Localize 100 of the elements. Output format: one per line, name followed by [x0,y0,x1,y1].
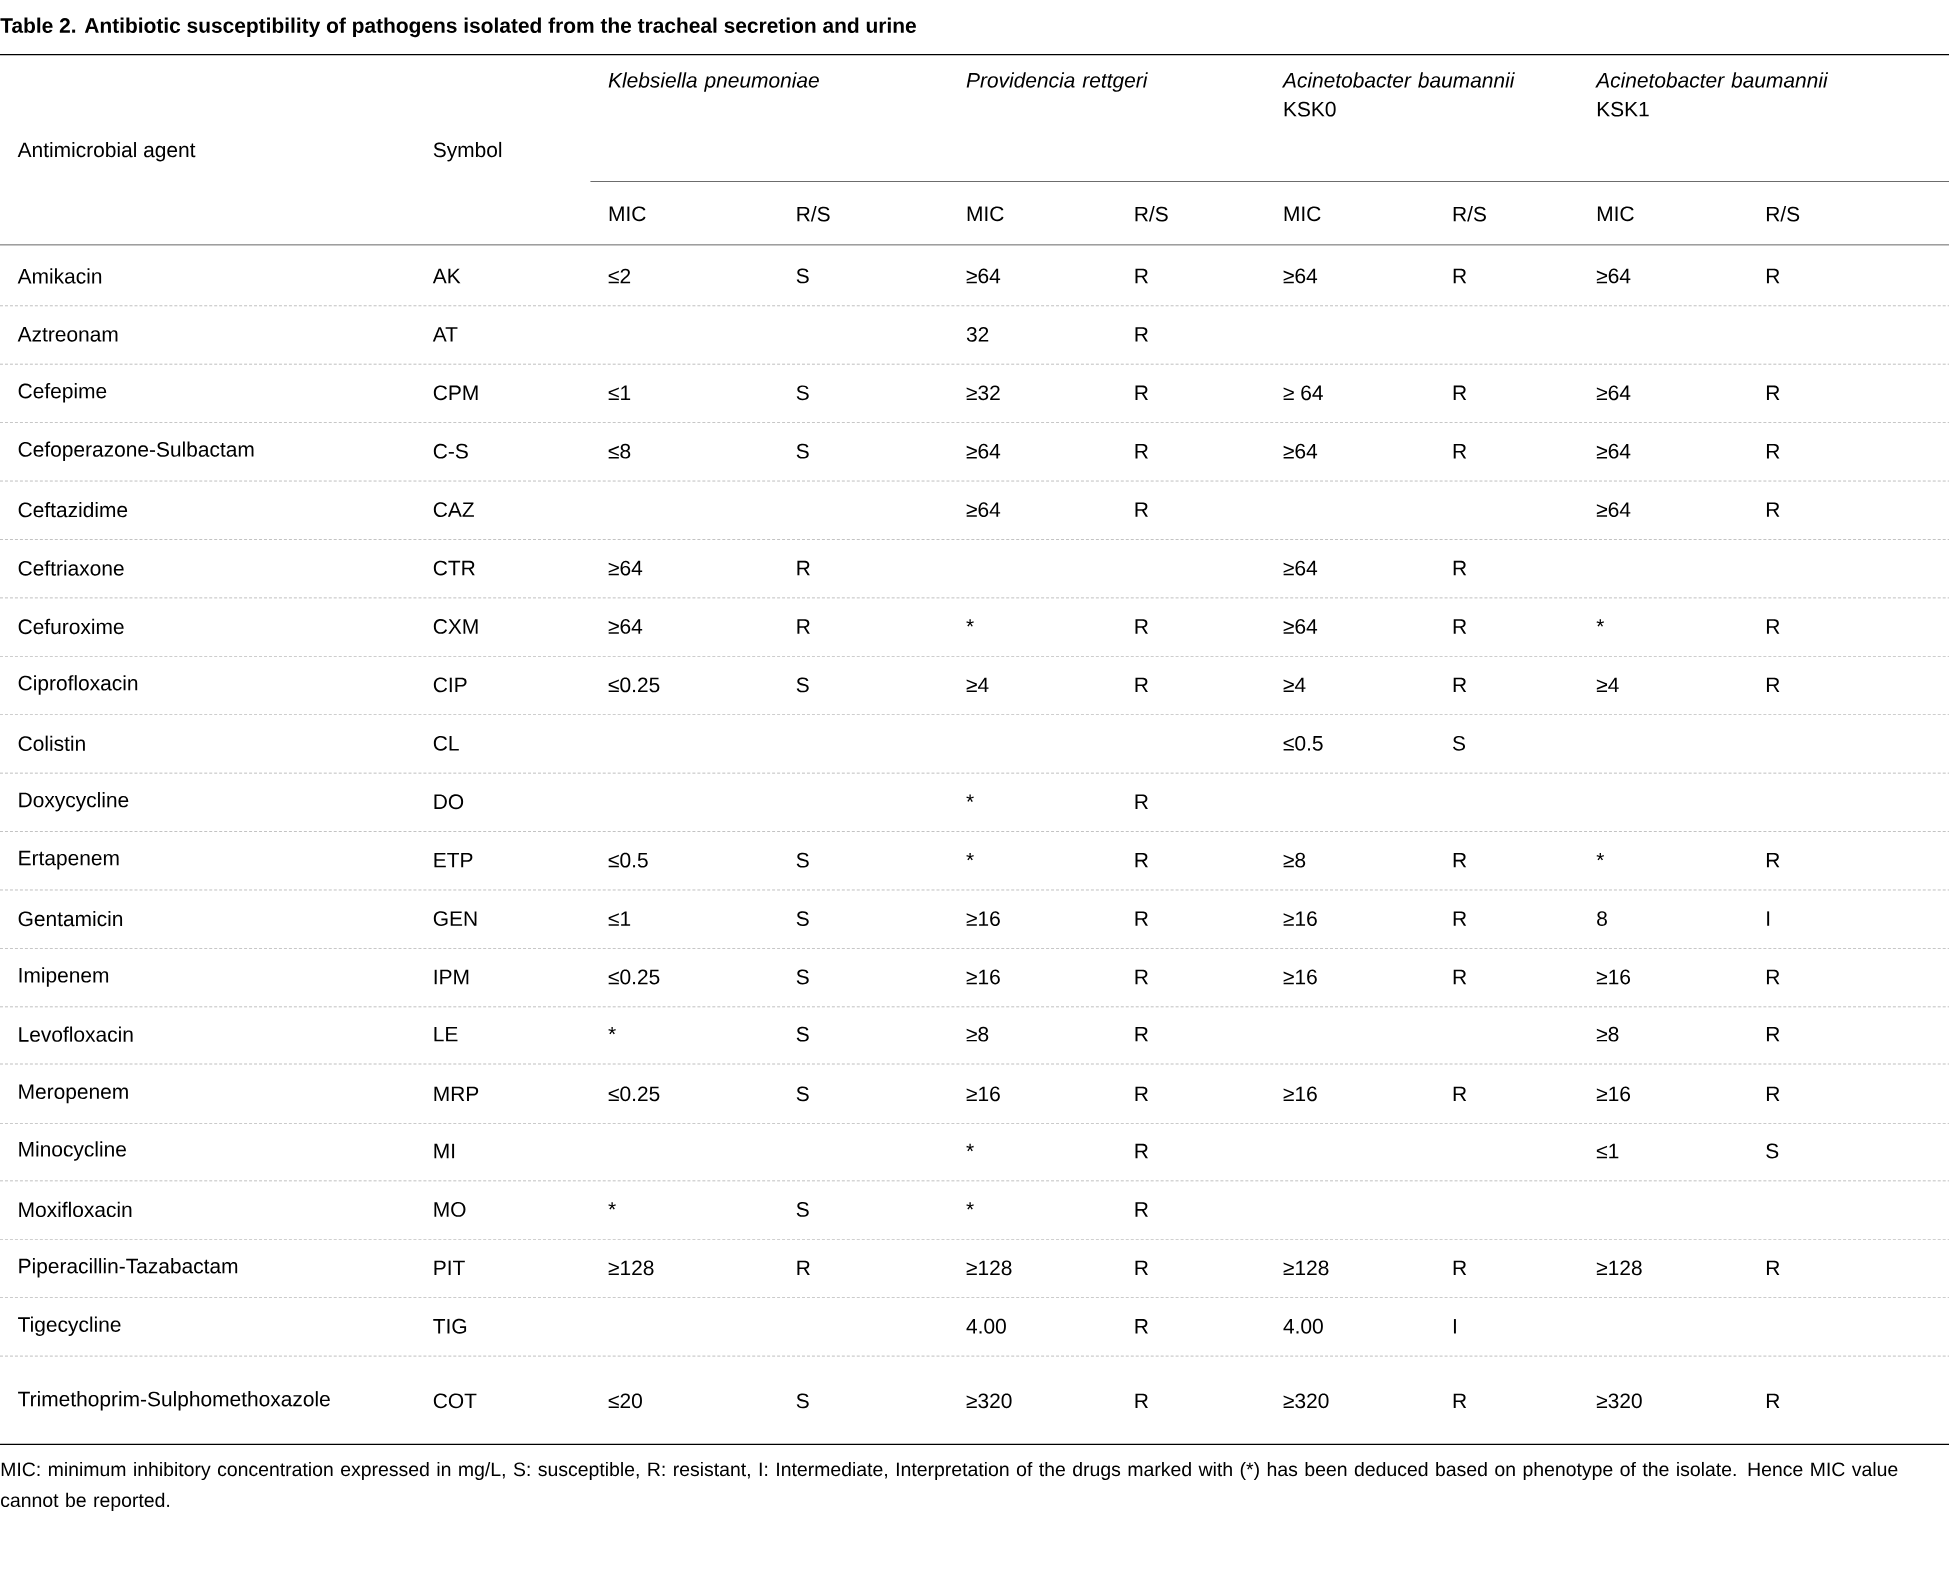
table-cell: R [1135,1027,1148,1042]
table-cell: Cefepime [18,383,107,403]
table-cell: ≥16 [1596,1086,1631,1102]
table-cell: CTR [433,560,475,576]
table-cell: ≥16 [966,1086,1000,1102]
table-cell: R [1766,268,1780,284]
table-cell: S [796,385,809,401]
table-cell: R [1135,1202,1148,1217]
column-header: R/S [1135,206,1168,222]
table-cell: R [1453,1086,1467,1102]
table-cell: R [1766,1027,1780,1042]
table-cell: ≥64 [1283,268,1318,284]
table-cell: ≤0.25 [608,1086,660,1102]
table-cell: * [608,1202,616,1210]
table-cell: * [966,619,974,627]
table-cell: ≥64 [1596,268,1631,284]
table-title: Table 2. Antibiotic susceptibility of pathogens isolated from the tracheal secretion and urine [0,17,916,38]
table-cell: R [1135,268,1148,284]
table-cell: MI [434,1144,455,1159]
table-cell: CXM [433,619,478,635]
table-cell: S [796,1393,809,1409]
table-cell: I [1767,911,1770,926]
table-cell: R [1135,1319,1148,1334]
table-cell: Minocycline [19,1141,126,1161]
table-cell: ≥ 64 [1283,385,1323,401]
table-cell: 4.00 [966,1319,1006,1334]
table-cell: R [1453,1393,1467,1409]
table-cell: R [1766,444,1780,459]
column-header: MIC [609,206,646,222]
table-cell: R [1135,619,1148,634]
table-cell: Gentamicin [18,911,123,927]
table-cell: 8 [1597,911,1607,927]
table-cell: R [1766,619,1780,634]
column-header: Acinetobacter baumannii KSK0 [1281,72,1515,117]
table-cell: S [796,969,809,985]
table-cell: R [1766,853,1780,868]
table-cell: ≤1 [1596,1144,1619,1159]
table-cell: R [1135,794,1148,810]
table-cell: R [1135,327,1148,342]
table-cell: ≥128 [608,1260,654,1276]
table-cell: R [1766,970,1780,985]
table-cell: ≥128 [1596,1260,1642,1276]
table-cell: Ceftriaxone [18,560,124,576]
table-cell: 4.00 [1283,1319,1323,1334]
table-cell: AK [432,268,461,284]
table-cell: CAZ [433,502,474,518]
table-cell: R [1453,268,1467,284]
table-cell: S [796,1086,809,1102]
table-cell: ≥4 [966,677,989,693]
table-cell: R [1135,1393,1148,1409]
column-header: Symbol [433,142,502,162]
column-header: Providencia rettgeri [966,72,1148,92]
table-cell: ≥16 [1283,911,1317,927]
table-cell: ≥64 [966,268,1001,284]
table-cell: ≥64 [966,502,1001,518]
table-cell: S [796,444,809,459]
table-cell: ≥64 [608,619,643,635]
column-header: MIC [1597,206,1634,222]
table-cell: ≥8 [1283,852,1306,868]
table-cell: R [1453,444,1467,459]
table-cell: ≥16 [966,969,1000,985]
table-cell: R [1135,970,1148,985]
table-cell: * [966,1202,974,1210]
column-header: R/S [797,206,830,222]
table-cell: Imipenem [19,967,109,987]
table-cell: ≥64 [1596,444,1631,459]
table-cell: ≥64 [1283,560,1318,576]
table-cell: MO [434,1202,466,1218]
table-cell: C-S [433,444,468,459]
table-cell: R [1453,970,1467,985]
table-cell: CIP [433,677,467,693]
table-cell: ≤0.5 [1283,736,1323,751]
table-cell: R [1135,1260,1148,1276]
table-cell: ≤20 [608,1393,642,1409]
table-cell: Ciprofloxacin [18,675,138,695]
table-cell: TIG [433,1319,467,1334]
table-cell: S [796,268,809,284]
table-footnote: MIC: minimum inhibitory concentration expressed in mg/L, S: susceptible, R: resistant, I: Intermediate, Interpretation of the drugs marked with (*) has been deduced based on phenotype of the isolate. Hence MIC value cannot be reported. [1,1462,1898,1512]
table-cell: GEN [433,911,477,927]
table-cell: ≤8 [608,444,631,459]
table-cell: ≥16 [1283,1086,1317,1102]
table-cell: ≤1 [608,911,631,926]
table-cell: ≥8 [966,1027,989,1042]
table-cell: IPM [434,970,469,985]
table-cell: ≤0.5 [608,852,648,868]
table-cell: R [1453,677,1467,693]
table-cell: LE [434,1027,458,1042]
table-cell: ETP [434,853,473,868]
table-cell: * [966,853,974,861]
table-cell: R [797,619,810,634]
table-cell: ≥128 [966,1260,1012,1276]
table-cell: S [796,1027,809,1042]
table-cell: Doxycycline [19,792,129,812]
table-cell: ≥64 [608,560,643,576]
table-cell: CPM [433,385,478,401]
table-cell: R [797,561,810,576]
table-cell: PIT [434,1260,465,1276]
table-cell: R [1135,853,1148,868]
table-cell: * [1596,853,1604,861]
table-cell: ≤0.25 [608,677,660,693]
